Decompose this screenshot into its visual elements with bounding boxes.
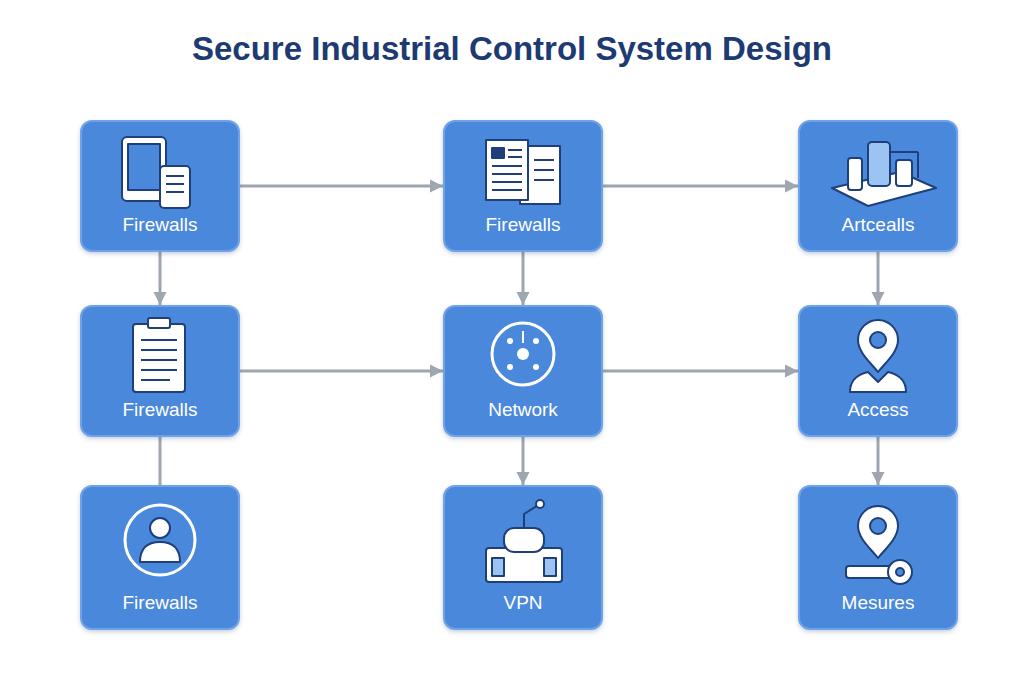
- process-box: Access: [798, 305, 958, 437]
- phone-line: [166, 183, 184, 185]
- document-line: [492, 173, 522, 175]
- node-label: Access: [847, 399, 908, 421]
- process-box: Firewalls: [443, 120, 603, 252]
- network-dot: [507, 338, 513, 344]
- document-line: [508, 149, 522, 151]
- process-box: VPN: [443, 485, 603, 630]
- clipboard-line: [141, 379, 170, 381]
- user-body: [140, 542, 180, 562]
- machine-panel: [544, 558, 556, 576]
- network-dot: [533, 364, 539, 370]
- plant-tank: [848, 158, 862, 190]
- phone-line: [166, 191, 184, 193]
- user-head: [150, 518, 170, 538]
- process-box: Firewalls: [80, 120, 240, 252]
- process-box: Firewalls: [80, 305, 240, 437]
- document-line: [492, 189, 522, 191]
- document-line: [492, 165, 522, 167]
- location-pin: [858, 506, 898, 558]
- document-icon: [520, 146, 560, 204]
- phone-icon: [160, 166, 190, 208]
- document-line: [534, 179, 554, 181]
- machine-panel: [492, 558, 504, 576]
- flow-arrow: [877, 437, 880, 485]
- flow-arrow: [603, 370, 798, 373]
- process-box: Mesures: [798, 485, 958, 630]
- node-label: Network: [488, 399, 558, 421]
- document-block: [492, 148, 504, 158]
- document-line: [534, 169, 554, 171]
- flow-arrow: [240, 370, 443, 373]
- clipboard-line: [141, 349, 177, 351]
- node-label: Mesures: [842, 592, 915, 614]
- key-ring: [888, 560, 912, 584]
- flow-arrow: [603, 185, 798, 188]
- tablet-screen: [128, 144, 160, 190]
- flow-arrow: [877, 252, 880, 305]
- machine-body: [504, 528, 544, 552]
- key-bar: [846, 566, 898, 578]
- node-label: Firewalls: [123, 214, 198, 236]
- clipboard-clip: [148, 318, 170, 328]
- flow-arrow: [522, 437, 525, 485]
- process-box: Firewalls: [80, 485, 240, 630]
- clipboard-line: [141, 339, 177, 341]
- diagram-title: Secure Industrial Control System Design: [0, 30, 1024, 68]
- flow-arrow: [522, 252, 525, 305]
- plant-tank: [896, 160, 912, 186]
- plant-platform: [832, 172, 936, 206]
- process-box: Artcealls: [798, 120, 958, 252]
- document-icon: [486, 140, 528, 200]
- plant-pipe: [917, 152, 919, 178]
- clipboard-line: [141, 369, 177, 371]
- location-pin: [858, 320, 898, 372]
- phone-line: [166, 175, 184, 177]
- plant-pipe: [890, 151, 918, 153]
- plant-tank: [868, 142, 890, 186]
- node-label: Artcealls: [842, 214, 915, 236]
- pin-center: [870, 518, 886, 534]
- flow-arrow: [159, 437, 162, 485]
- machine-base: [486, 548, 562, 582]
- clipboard-icon: [133, 324, 185, 392]
- pin-center: [870, 332, 886, 348]
- document-line: [534, 159, 554, 161]
- network-hub: [517, 348, 529, 360]
- tablet-icon: [122, 137, 166, 201]
- key-hole: [896, 568, 904, 576]
- document-line: [492, 181, 522, 183]
- process-box: Network: [443, 305, 603, 437]
- node-label: Firewalls: [123, 592, 198, 614]
- person-shoulders: [850, 372, 906, 392]
- flow-arrow: [159, 252, 162, 305]
- network-dot: [507, 364, 513, 370]
- network-spoke: [522, 331, 524, 343]
- node-label: Firewalls: [486, 214, 561, 236]
- clipboard-line: [141, 359, 177, 361]
- network-ring: [492, 323, 554, 385]
- flow-arrow: [240, 185, 443, 188]
- user-ring: [125, 505, 195, 575]
- machine-joint: [536, 500, 544, 508]
- machine-arm: [524, 504, 540, 528]
- node-label: Firewalls: [123, 399, 198, 421]
- node-label: VPN: [503, 592, 542, 614]
- network-dot: [533, 338, 539, 344]
- document-line: [508, 156, 522, 158]
